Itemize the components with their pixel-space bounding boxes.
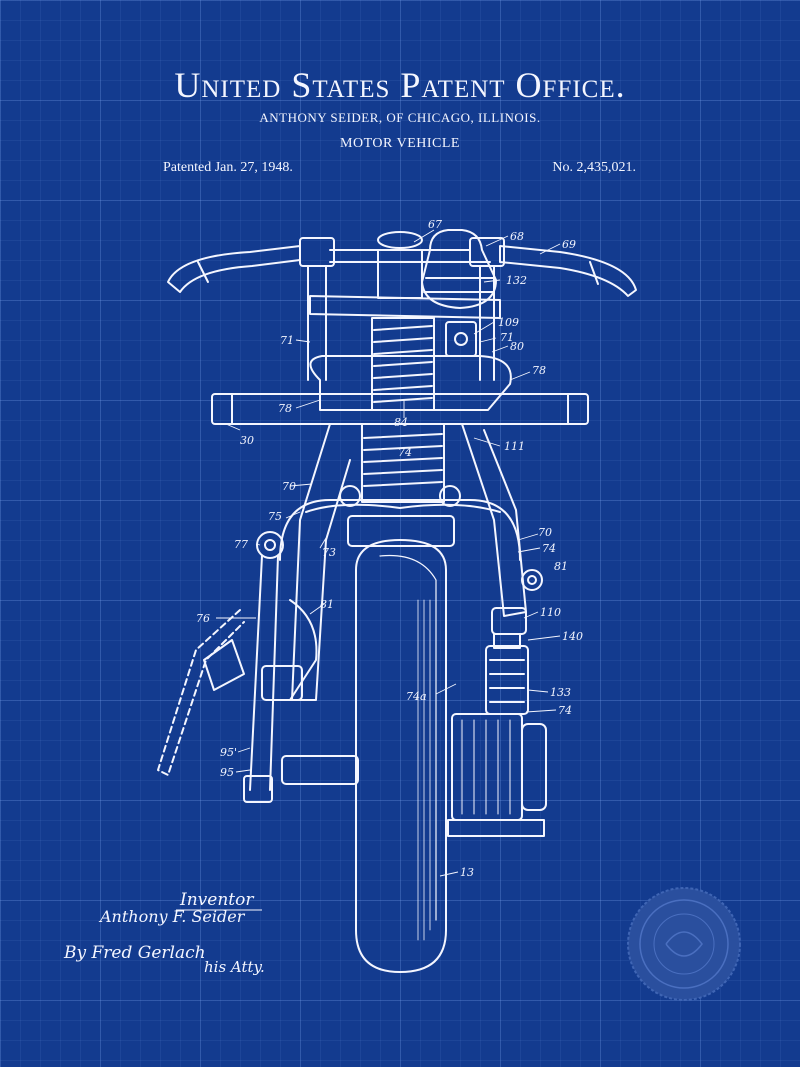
- ref-label-68: 68: [510, 230, 524, 243]
- frame-loop: [309, 355, 512, 411]
- handlebar-right: [499, 245, 637, 297]
- patented-date: Patented Jan. 27, 1948.: [163, 160, 293, 175]
- ref-label-70a: 70: [282, 480, 296, 493]
- handlebar-left: [167, 245, 301, 293]
- pivot-77: [256, 531, 284, 559]
- attorney-signature: By Fred Gerlach: [63, 943, 206, 963]
- shock-bracket: [445, 321, 477, 357]
- fork-leg-right: [461, 423, 527, 617]
- stand-arm: [249, 555, 279, 791]
- ref-label-74-alpha: 74a: [406, 690, 427, 703]
- ref-label-74d: 74: [558, 704, 572, 717]
- patent-office-title: United States Patent Office.: [174, 65, 626, 105]
- bolt-81: [521, 569, 543, 591]
- damper: [485, 633, 529, 715]
- ref-label-76: 76: [196, 612, 210, 625]
- ref-label-84: 84: [394, 416, 408, 429]
- front-axle: [281, 755, 359, 785]
- ref-label-111: 111: [504, 440, 525, 453]
- fork-tube-right: [479, 265, 495, 381]
- ref-label-81a: 81: [554, 560, 568, 573]
- patent-title: MOTOR VEHICLE: [340, 136, 460, 151]
- ref-label-70b: 70: [538, 526, 552, 539]
- ref-label-74a: 74: [398, 446, 412, 459]
- fender-crown: [347, 515, 455, 547]
- fork-arch: [279, 499, 521, 561]
- ref-label-78b: 78: [278, 402, 292, 415]
- steering-clamp-right: [469, 237, 505, 267]
- attorney-caption: his Atty.: [204, 958, 265, 976]
- hub-motor: [447, 713, 547, 837]
- headlamp: [421, 229, 497, 309]
- ref-label-30: 30: [240, 434, 254, 447]
- ref-label-75: 75: [268, 510, 282, 523]
- ref-label-95-prime: 95': [220, 746, 237, 759]
- fork-crown: [309, 295, 501, 319]
- brake-link: [289, 599, 318, 701]
- inventor-line: ANTHONY SEIDER, OF CHICAGO, ILLINOIS.: [259, 110, 541, 125]
- signature-block: Inventor Anthony F. Seider By Fred Gerla…: [63, 890, 265, 976]
- ref-label-132: 132: [506, 274, 527, 287]
- steering-clamp-left: [299, 237, 335, 267]
- lower-spring: [361, 423, 445, 503]
- ref-label-95: 95: [220, 766, 234, 779]
- ref-label-67: 67: [428, 218, 442, 231]
- ref-label-69: 69: [562, 238, 576, 251]
- ref-label-77: 77: [234, 538, 248, 551]
- notary-seal-icon: [627, 887, 741, 1001]
- ref-label-109: 109: [498, 316, 519, 329]
- stand-foot: [243, 775, 273, 803]
- ref-label-73: 73: [322, 546, 336, 559]
- steering-stem: [377, 249, 423, 299]
- patent-number: No. 2,435,021.: [552, 160, 636, 175]
- ref-label-78a: 78: [532, 364, 546, 377]
- ref-label-81b: 81: [320, 598, 334, 611]
- ref-label-110: 110: [540, 606, 561, 619]
- inventor-signature: Anthony F. Seider: [98, 907, 246, 926]
- ref-label-133: 133: [550, 686, 571, 699]
- fork-leg-left: [291, 423, 351, 701]
- upper-spring: [371, 317, 435, 411]
- front-tire: [355, 539, 447, 973]
- fork-tube-left: [307, 265, 327, 381]
- ref-label-71b: 71: [500, 331, 514, 344]
- ref-label-80: 80: [510, 340, 524, 353]
- joint-110: [491, 607, 527, 635]
- inventor-caption: Inventor: [179, 890, 254, 910]
- ref-label-140: 140: [562, 630, 583, 643]
- ref-label-74b: 74: [542, 542, 556, 555]
- ref-label-13: 13: [460, 866, 474, 879]
- ref-label-71a: 71: [280, 334, 294, 347]
- steering-cap: [377, 231, 423, 249]
